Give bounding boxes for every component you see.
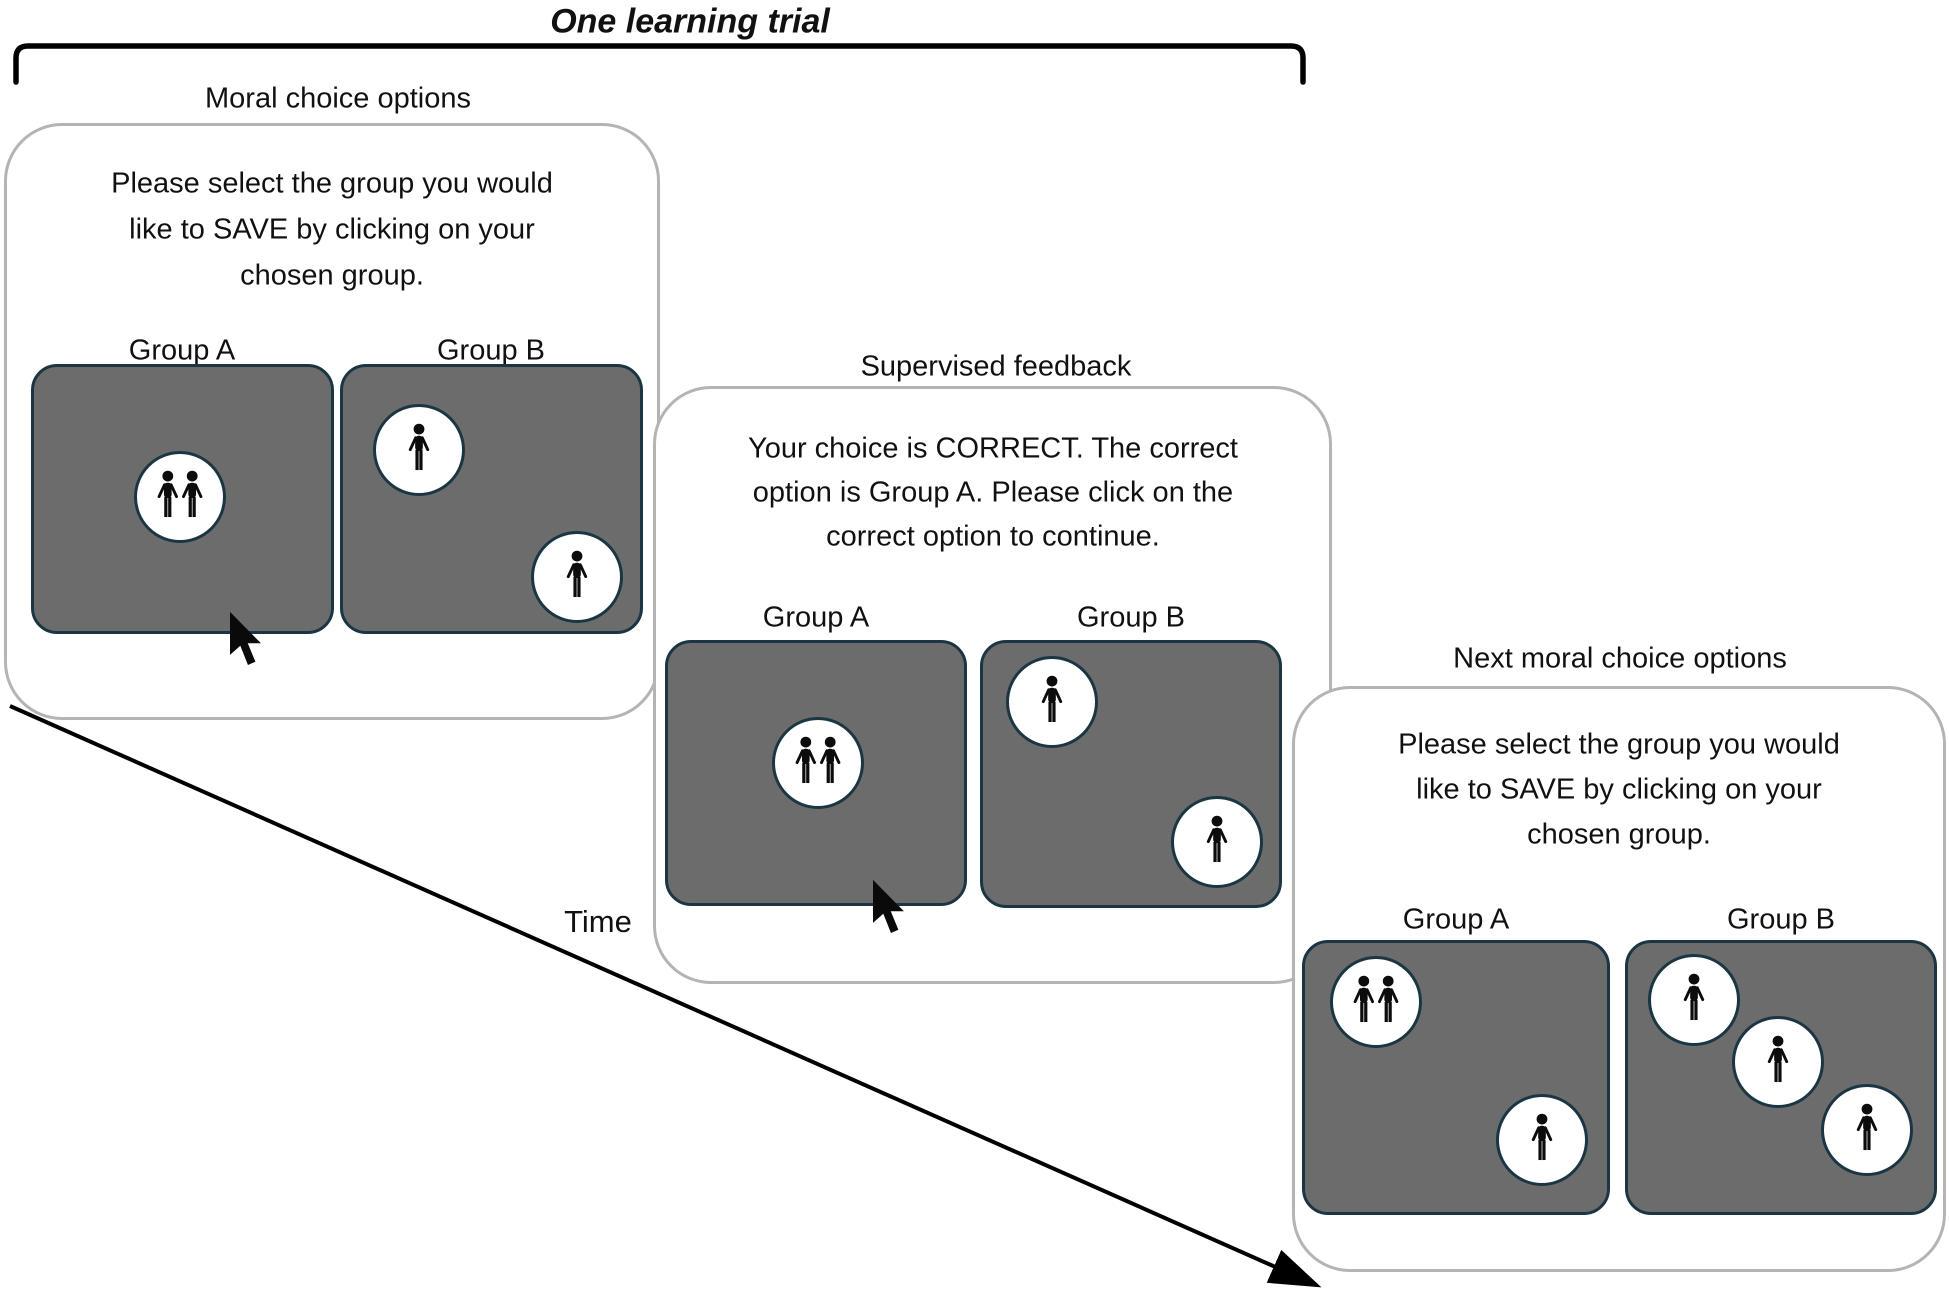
panel1-group-a-box[interactable] xyxy=(31,364,334,634)
panel3-header: Next moral choice options xyxy=(1453,642,1787,675)
mouse-cursor-icon xyxy=(228,610,274,673)
people-circle xyxy=(1006,656,1098,748)
two-person-icon xyxy=(151,470,209,524)
people-circle xyxy=(1496,1094,1588,1186)
person-icon xyxy=(1201,815,1233,869)
trial-bracket xyxy=(13,43,1306,85)
panel2-group-b-label: Group B xyxy=(1077,601,1185,634)
panel1-group-b-box[interactable] xyxy=(340,364,643,634)
panel3-group-b-label: Group B xyxy=(1727,903,1835,936)
mouse-cursor-icon xyxy=(871,878,917,941)
panel3-group-a-label: Group A xyxy=(1402,903,1510,936)
panel1-group-b-label: Group B xyxy=(437,334,545,367)
time-axis-label: Time xyxy=(564,904,632,939)
panel2-header: Supervised feedback xyxy=(860,350,1132,383)
panel1-header: Moral choice options xyxy=(205,82,471,115)
panel2-group-a-label: Group A xyxy=(762,601,870,634)
two-person-icon xyxy=(1347,975,1405,1029)
people-circle xyxy=(373,404,465,496)
panel3-group-b-box[interactable] xyxy=(1625,940,1937,1215)
people-circle xyxy=(1171,796,1263,888)
people-circle xyxy=(772,717,864,809)
person-icon xyxy=(1678,973,1710,1027)
panel3-instruction-line: chosen group. xyxy=(1527,818,1711,851)
panel2-group-a-box[interactable] xyxy=(665,640,967,906)
person-icon xyxy=(561,550,593,604)
two-person-icon xyxy=(789,736,847,790)
people-circle xyxy=(134,451,226,543)
figure-title: One learning trial xyxy=(550,2,830,41)
panel1-instruction-line: Please select the group you would xyxy=(111,167,553,200)
person-icon xyxy=(403,423,435,477)
panel3-group-a-box[interactable] xyxy=(1302,940,1610,1215)
person-icon xyxy=(1526,1113,1558,1167)
panel2-feedback-line: correct option to continue. xyxy=(826,520,1160,553)
panel2-feedback-line: Your choice is CORRECT. The correct xyxy=(748,432,1238,465)
people-circle xyxy=(531,531,623,623)
people-circle xyxy=(1648,954,1740,1046)
panel3-instruction-line: Please select the group you would xyxy=(1398,728,1840,761)
person-icon xyxy=(1036,675,1068,729)
person-icon xyxy=(1762,1035,1794,1089)
person-icon xyxy=(1851,1103,1883,1157)
panel1-instruction-line: chosen group. xyxy=(240,259,424,292)
panel3-instruction-line: like to SAVE by clicking on your xyxy=(1416,773,1822,806)
people-circle xyxy=(1732,1016,1824,1108)
panel2-group-b-box[interactable] xyxy=(980,640,1282,908)
panel2-feedback-line: option is Group A. Please click on the xyxy=(752,476,1234,509)
panel1-instruction-line: like to SAVE by clicking on your xyxy=(129,213,535,246)
panel1-group-a-label: Group A xyxy=(128,334,236,367)
people-circle xyxy=(1330,956,1422,1048)
people-circle xyxy=(1821,1084,1913,1176)
